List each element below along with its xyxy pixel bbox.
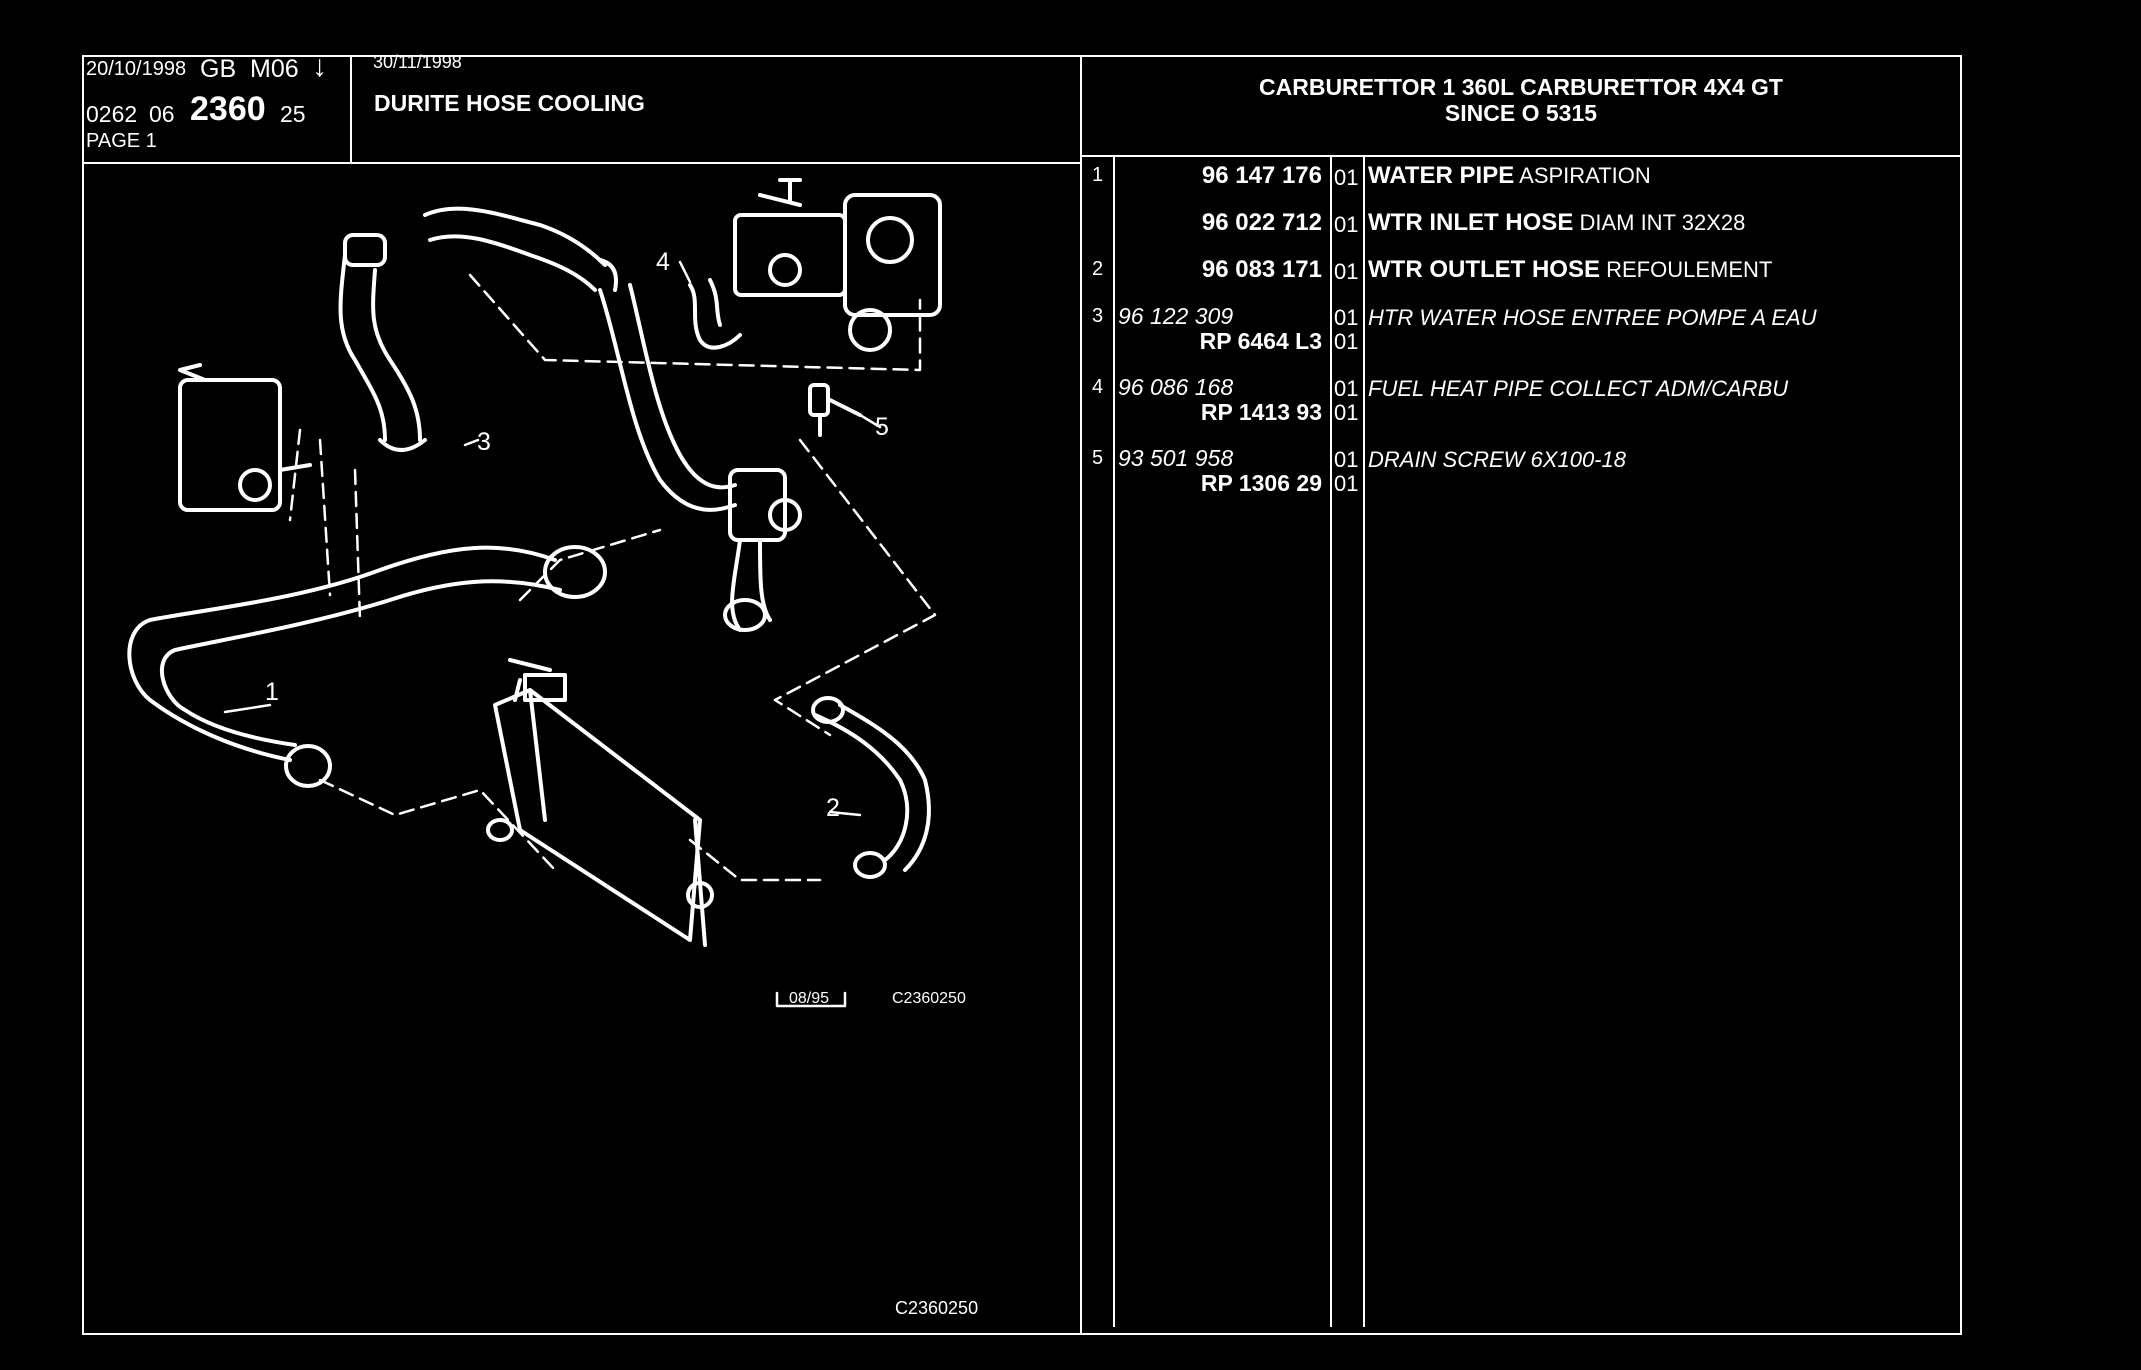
rp-number: RP 6464 L3 <box>1199 328 1322 354</box>
row-index: 5 <box>1092 447 1104 469</box>
quantity-rp: 01 <box>1334 471 1359 496</box>
callout-5: 5 <box>875 413 889 441</box>
code-prefix: 0262 <box>86 101 138 127</box>
revision-date: 30/11/1998 <box>373 52 462 72</box>
part-number: 96 122 309 <box>1118 303 1234 329</box>
col-rule-qty <box>1363 155 1365 1327</box>
row-index: 1 <box>1092 164 1104 186</box>
row-index: 2 <box>1092 258 1104 280</box>
callout-4: 4 <box>656 248 670 276</box>
page-title: DURITE HOSE COOLING <box>374 90 645 116</box>
part-description: HTR WATER HOSE ENTREE POMPE A EAU <box>1368 305 1817 330</box>
page-label: PAGE 1 <box>86 130 157 152</box>
part-detail: DIAM INT 32X28 <box>1579 210 1746 235</box>
col-rule-index <box>1113 155 1115 1327</box>
part-description: WATER PIPE ASPIRATION <box>1368 162 1651 190</box>
drain-screw <box>808 383 830 417</box>
model-code: M06 <box>250 55 299 83</box>
quantity: 01 <box>1334 259 1359 284</box>
down-arrow-icon: ↓ <box>312 50 327 83</box>
part-number: 96 083 171 <box>1201 256 1322 283</box>
top-hose-outline <box>423 206 607 292</box>
quantity: 01 <box>1334 305 1359 330</box>
part-detail: ASPIRATION <box>1519 163 1651 188</box>
quantity-rp: 01 <box>1334 329 1359 354</box>
part-number: 96 022 712 <box>1201 209 1322 236</box>
applicability-line-1: CARBURETTOR 1 360L CARBURETTOR 4X4 GT <box>1259 74 1783 100</box>
code-suffix: 25 <box>280 101 306 127</box>
quantity: 01 <box>1334 212 1359 237</box>
part-name: WATER PIPE <box>1368 162 1515 189</box>
diagram-reference: C2360250 <box>892 990 966 1007</box>
footer-reference: C2360250 <box>895 1298 979 1318</box>
callout-2: 2 <box>826 794 840 822</box>
hose-3-clip <box>343 233 387 267</box>
hose-3-outline <box>338 253 422 442</box>
code-main: 2360 <box>190 90 266 128</box>
part-detail: REFOULEMENT <box>1606 257 1773 282</box>
part-name: WTR OUTLET HOSE <box>1368 256 1600 283</box>
rp-number: RP 1306 29 <box>1200 470 1322 496</box>
thermostat-housing <box>728 468 787 542</box>
diagram-date: 08/95 <box>789 990 830 1007</box>
part-number: 96 147 176 <box>1201 162 1322 189</box>
rp-number: RP 1413 93 <box>1200 399 1322 425</box>
carburettor-left <box>178 378 282 512</box>
language-code: GB <box>200 55 237 83</box>
part-number: 93 501 958 <box>1118 445 1234 471</box>
diagram-table-divider <box>1080 55 1082 1335</box>
sheet-frame <box>82 55 1962 1335</box>
part-number: 96 086 168 <box>1118 374 1234 400</box>
part-description: FUEL HEAT PIPE COLLECT ADM/CARBU <box>1368 376 1789 401</box>
quantity-rp: 01 <box>1334 400 1359 425</box>
hose-1-outline <box>127 545 562 762</box>
print-date: 20/10/1998 <box>86 58 187 80</box>
header-divider-left <box>350 55 352 162</box>
hose-2-outline <box>813 703 931 872</box>
part-description: WTR INLET HOSE DIAM INT 32X28 <box>1368 209 1745 237</box>
part-description: DRAIN SCREW 6X100-18 <box>1368 447 1626 472</box>
callout-1: 1 <box>265 678 279 706</box>
date-box-outline <box>775 991 847 1008</box>
return-pipe <box>598 283 737 512</box>
quantity: 01 <box>1334 165 1359 190</box>
header-rule-right <box>1080 155 1962 157</box>
radiator <box>493 688 707 947</box>
part-name: WTR INLET HOSE <box>1368 209 1574 236</box>
leader-lines <box>288 273 937 882</box>
hose-4-outline <box>688 278 742 350</box>
applicability-line-2: SINCE O 5315 <box>1444 100 1598 126</box>
callout-3: 3 <box>477 428 491 456</box>
header-rule-left <box>82 162 1080 164</box>
part-description: WTR OUTLET HOSE REFOULEMENT <box>1368 256 1772 284</box>
code-group: 06 <box>149 101 175 127</box>
quantity: 01 <box>1334 447 1359 472</box>
row-index: 4 <box>1092 376 1104 398</box>
quantity: 01 <box>1334 376 1359 401</box>
row-index: 3 <box>1092 305 1104 327</box>
col-rule-ref <box>1330 155 1332 1327</box>
